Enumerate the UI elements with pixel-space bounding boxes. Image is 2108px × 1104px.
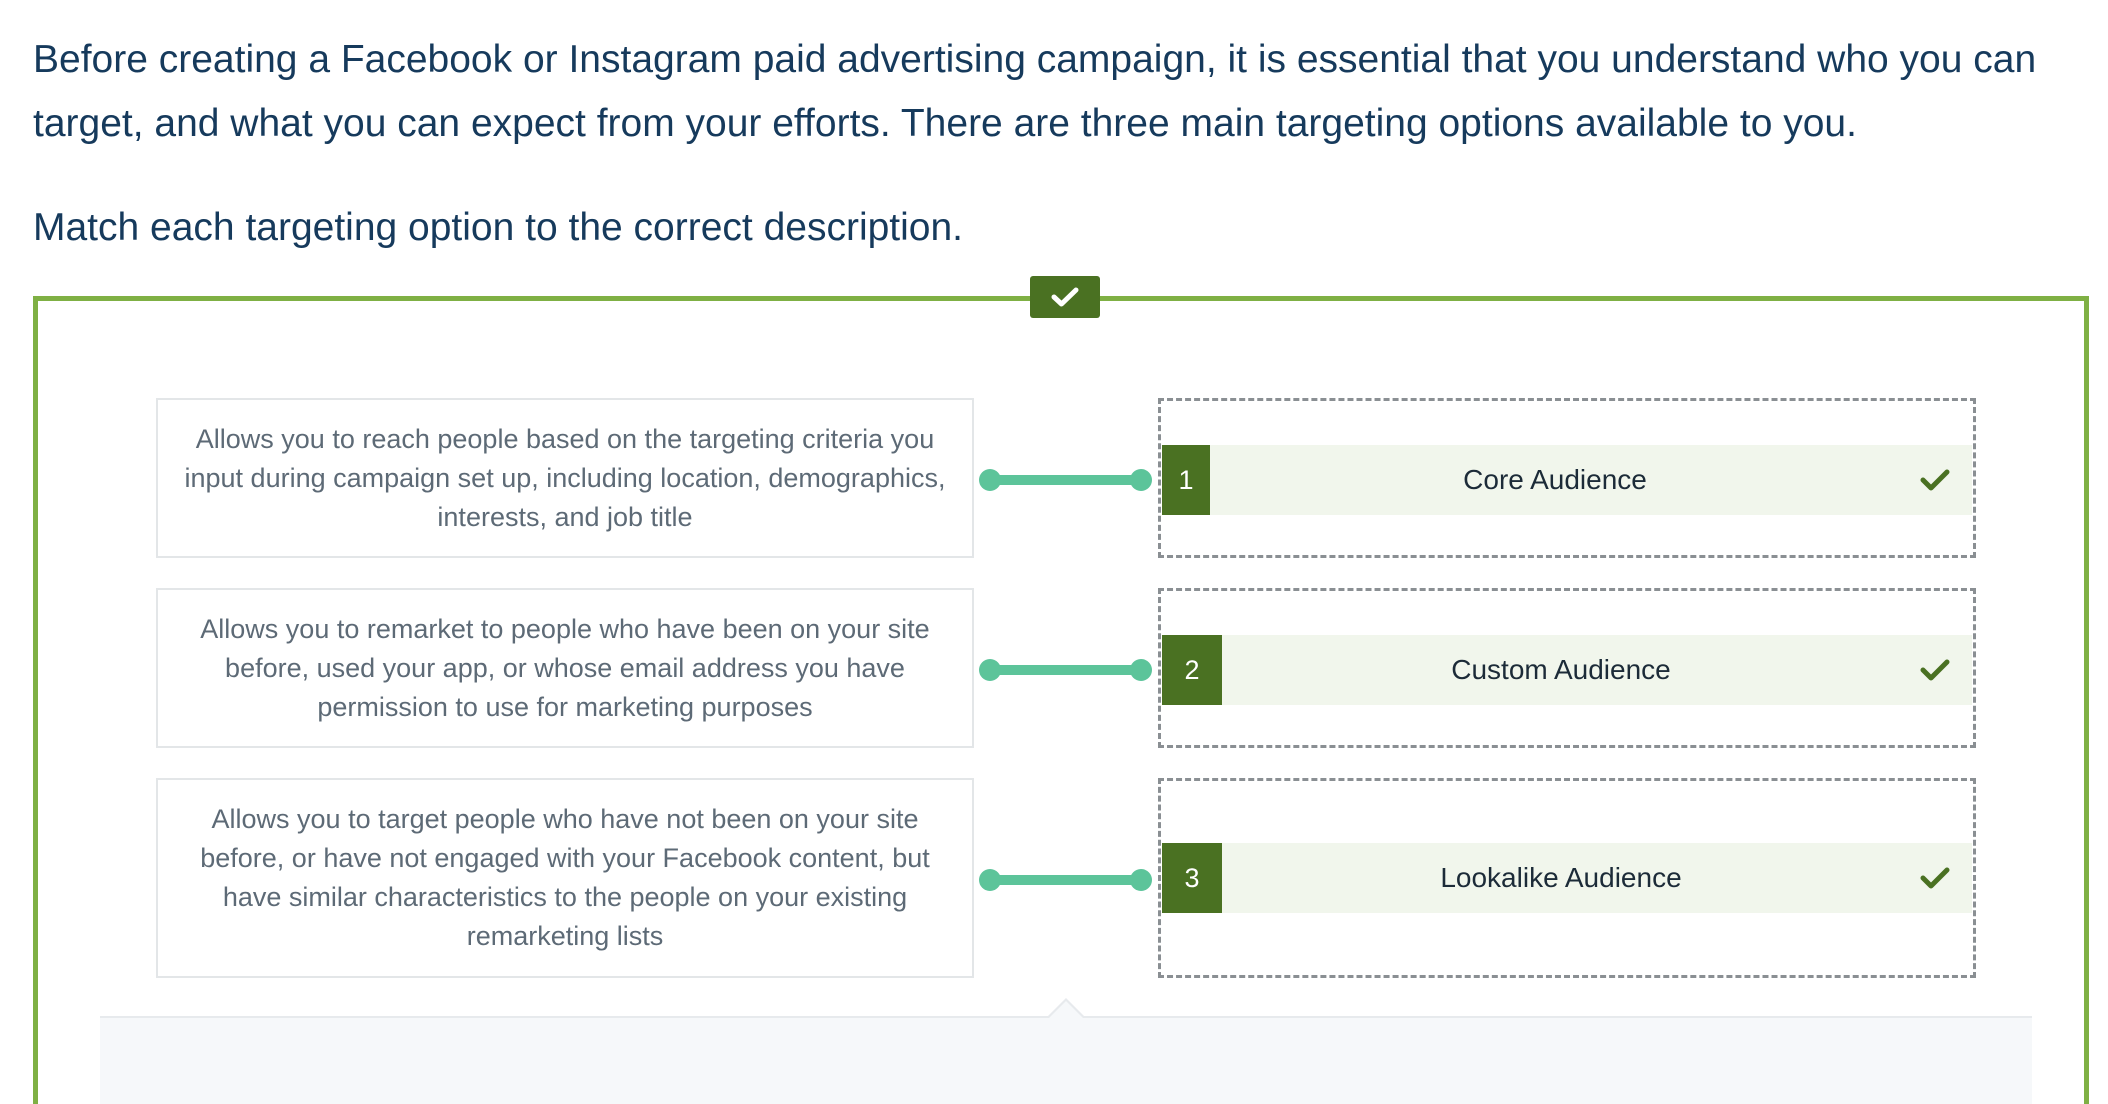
check-icon	[1920, 469, 1950, 491]
check-icon	[1051, 287, 1079, 307]
answer-chip-3[interactable]: 3 Lookalike Audience	[1162, 843, 1972, 913]
answer-number-2: 2	[1162, 635, 1222, 705]
description-card-3: Allows you to target people who have not…	[156, 778, 974, 978]
check-icon	[1920, 867, 1950, 889]
description-text-1: Allows you to reach people based on the …	[184, 423, 946, 532]
answer-label-2: Custom Audience	[1451, 654, 1671, 685]
description-text-3: Allows you to target people who have not…	[200, 804, 930, 951]
answer-number-3: 3	[1162, 843, 1222, 913]
connector-line-1	[979, 469, 1152, 491]
connector-line-2	[979, 659, 1152, 681]
feedback-panel	[100, 1016, 2032, 1104]
drop-zone-3[interactable]	[1158, 778, 1976, 978]
instruction-text: Match each targeting option to the corre…	[33, 206, 964, 249]
answer-number-1: 1	[1162, 445, 1210, 515]
answer-chip-2[interactable]: 2 Custom Audience	[1162, 635, 1972, 705]
drop-zone-2[interactable]	[1158, 588, 1976, 748]
correct-status-badge	[1030, 276, 1100, 318]
answer-label-1: Core Audience	[1463, 464, 1647, 495]
connector-line-3	[979, 869, 1152, 891]
feedback-pointer-fill	[1048, 1001, 1084, 1019]
answer-label-3: Lookalike Audience	[1440, 862, 1682, 893]
drop-zone-1[interactable]	[1158, 398, 1976, 558]
description-card-1: Allows you to reach people based on the …	[156, 398, 974, 558]
description-card-2: Allows you to remarket to people who hav…	[156, 588, 974, 748]
check-icon	[1920, 659, 1950, 681]
intro-text: Before creating a Facebook or Instagram …	[33, 38, 2037, 145]
answer-chip-1[interactable]: 1 Core Audience	[1162, 445, 1972, 515]
description-text-2: Allows you to remarket to people who hav…	[200, 613, 930, 722]
